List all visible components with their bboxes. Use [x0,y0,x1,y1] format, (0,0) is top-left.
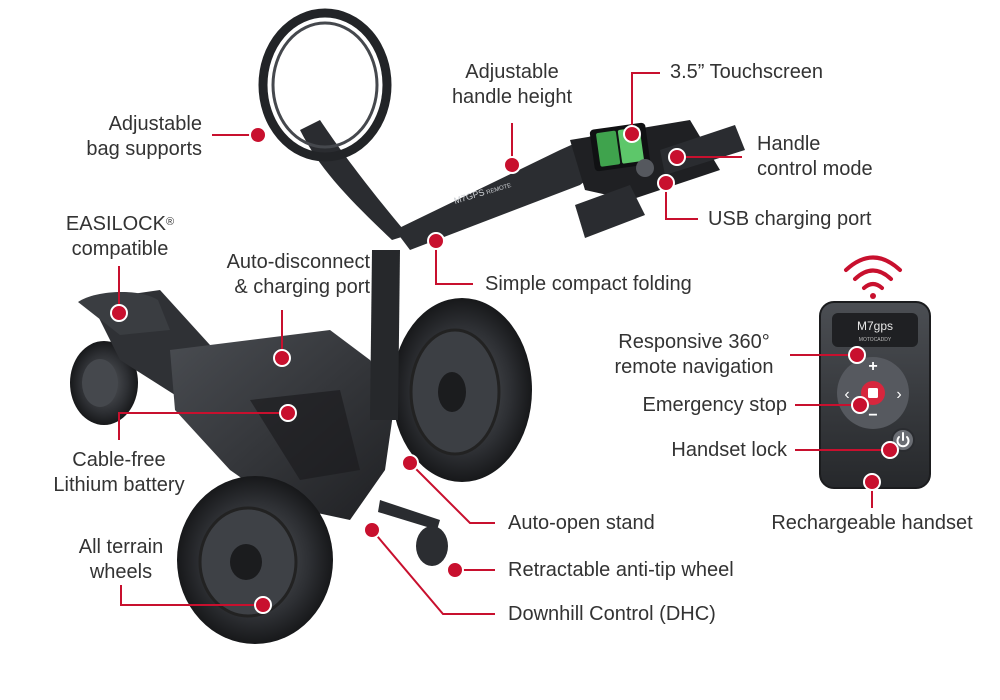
label-touchscreen: 3.5” Touchscreen [670,61,824,83]
front-wheel [70,341,138,425]
dot-auto-open-stand [401,454,419,472]
remote-handset: M7gps MOTOCADDY + − ‹ › [819,255,931,489]
handle-arm [395,132,612,250]
dot-handle-control [668,148,686,166]
dot-auto-disconnect [273,349,291,367]
label-line: Auto-disconnect [226,251,370,273]
label-handset-lock: Handset lock [671,439,787,461]
label-line: & charging port [234,276,370,298]
label-line: Responsive 360° [618,331,770,353]
anti-tip-wheel [416,526,448,566]
dot-usb [657,174,675,192]
leader-folding [435,241,473,285]
dot-dhc [363,521,381,539]
label-auto-open-stand: Auto-open stand [508,512,655,534]
label-easilock: EASILOCK® compatible [50,212,190,262]
dot-navigation [848,346,866,364]
auto-open-stand-arm [378,500,440,530]
dot-handset-lock [881,441,899,459]
label-emergency-stop: Emergency stop [642,394,787,416]
leader-usb [665,185,698,220]
dot-emergency-stop [851,396,869,414]
power-icon [896,432,910,448]
mast [370,250,400,420]
label-downhill-control: Downhill Control (DHC) [508,603,716,625]
label-cable-free-battery: Cable-free Lithium battery [30,448,208,498]
leader-battery [118,412,288,440]
leader-terrain-wheels [120,585,263,606]
handle-grip-left [575,185,645,238]
dot-battery [279,404,297,422]
dot-folding [427,232,445,250]
rear-left-wheel [177,476,333,644]
stop-icon [868,388,878,398]
rear-right-wheel [392,298,532,482]
dot-easilock [110,304,128,322]
label-line: wheels [89,561,153,583]
leader-touchscreen [631,72,660,132]
label-adjustable-bag-supports: Adjustable bag supports [50,112,202,162]
leader-dhc [371,529,495,615]
remote-sub-logo: MOTOCADDY [859,337,892,343]
dot-touchscreen [623,125,641,143]
label-auto-disconnect: Auto-disconnect & charging port [190,250,370,300]
registered-mark: ® [165,216,175,228]
label-line: bag supports [86,138,202,160]
bag-support-ring [258,8,392,162]
label-line: Handle [757,133,821,155]
dot-bag-supports [249,126,267,144]
label-line: Lithium battery [53,474,185,496]
label-line: remote navigation [614,356,774,378]
remote-logo: M7gps [857,319,893,333]
callout-dots [110,125,899,614]
label-line: compatible [71,238,169,260]
upper-frame [300,120,408,240]
dot-handle-height [503,156,521,174]
label-line: control mode [757,158,873,180]
dot-rechargeable [863,473,881,491]
label-adjustable-handle-height: Adjustable handle height [432,60,592,110]
label-all-terrain-wheels: All terrain wheels [48,535,194,585]
label-simple-compact-folding: Simple compact folding [485,273,692,295]
minus-icon[interactable]: − [868,407,877,424]
label-handle-control-mode: Handle control mode [757,132,873,182]
wifi-signal-icon [844,255,902,299]
control-dial [636,159,654,177]
label-responsive-navigation: Responsive 360° remote navigation [598,330,790,380]
dot-anti-tip [446,561,464,579]
plus-icon[interactable]: + [868,358,877,375]
label-usb-charging-port: USB charging port [708,208,872,230]
chevron-right-icon[interactable]: › [896,386,901,403]
label-line: Adjustable [108,113,202,135]
dot-terrain-wheels [254,596,272,614]
chevron-left-icon[interactable]: ‹ [844,386,849,403]
label-anti-tip-wheel: Retractable anti-tip wheel [508,559,734,581]
label-rechargeable-handset: Rechargeable handset [771,512,973,534]
easilock-text: EASILOCK [65,213,166,235]
label-line: Adjustable [465,61,559,83]
label-line: handle height [451,86,573,108]
label-line: Cable-free [72,449,166,471]
leader-auto-open-stand [409,462,495,524]
label-line: All terrain [78,536,164,558]
